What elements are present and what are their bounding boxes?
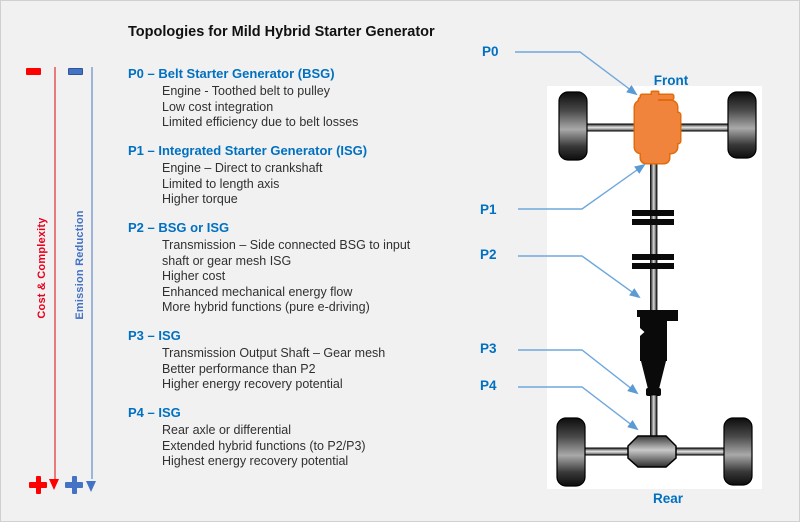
callout-label-p2: P2 <box>480 247 497 262</box>
page-title: Topologies for Mild Hybrid Starter Gener… <box>128 24 435 40</box>
section-p1-line: Higher torque <box>162 192 238 206</box>
cost-axis-line <box>54 67 56 479</box>
section-p0-heading: P0 – Belt Starter Generator (BSG) <box>128 66 335 81</box>
section-p3-heading: P3 – ISG <box>128 328 181 343</box>
cost-axis-label: Cost & Complexity <box>36 217 48 319</box>
section-p2-heading: P2 – BSG or ISG <box>128 220 230 235</box>
callout-label-p0: P0 <box>482 44 499 59</box>
p1-leader-line <box>518 163 646 210</box>
p3-leader-line <box>518 349 639 395</box>
section-p4: P4 – ISG Rear axle or differential Exten… <box>128 405 458 470</box>
section-p2-line: Higher cost <box>162 269 226 283</box>
emission-axis-arrow-icon <box>86 481 96 492</box>
clutch-plates <box>632 210 674 269</box>
section-p0-line: Limited efficiency due to belt losses <box>162 115 359 129</box>
section-p3-line: Better performance than P2 <box>162 361 316 376</box>
p4-leader-line <box>518 386 639 431</box>
section-p1: P1 – Integrated Starter Generator (ISG) … <box>128 143 458 208</box>
p2-leader-line <box>518 255 641 299</box>
section-p2: P2 – BSG or ISG Transmission – Side conn… <box>128 220 458 316</box>
section-p1-line: Engine – Direct to crankshaft <box>162 161 323 175</box>
topology-sections: P0 – Belt Starter Generator (BSG) Engine… <box>128 66 458 482</box>
front-drive-shaft <box>650 149 658 314</box>
engine <box>633 90 682 165</box>
section-p2-line: More hybrid functions (pure e-driving) <box>162 300 370 314</box>
section-p2-line: Transmission – Side connected BSG to inp… <box>162 238 411 268</box>
section-p2-line: Enhanced mechanical energy flow <box>162 284 353 299</box>
section-p1-line: Limited to length axis <box>162 176 280 191</box>
callout-leader-lines <box>515 51 646 431</box>
callout-label-p1: P1 <box>480 202 497 217</box>
section-p4-line: Extended hybrid functions (to P2/P3) <box>162 438 366 453</box>
drivetrain-diagram <box>515 51 762 489</box>
section-p4-line: Highest energy recovery potential <box>162 454 349 468</box>
transmission <box>637 310 678 396</box>
section-p1-heading: P1 – Integrated Starter Generator (ISG) <box>128 143 368 158</box>
p0-leader-line <box>515 51 638 96</box>
front-wheels <box>558 91 757 161</box>
emission-plus-icon <box>71 476 77 494</box>
emission-axis-label: Emission Reduction <box>74 210 86 320</box>
section-p4-line: Rear axle or differential <box>162 423 292 437</box>
callout-label-p3: P3 <box>480 341 497 356</box>
cost-minus-icon <box>26 68 41 75</box>
front-label: Front <box>653 73 689 88</box>
rear-differential <box>627 435 677 468</box>
section-p0: P0 – Belt Starter Generator (BSG) Engine… <box>128 66 458 131</box>
cost-plus-icon <box>35 476 41 494</box>
cost-axis-arrow-icon <box>49 479 59 490</box>
callout-label-p4: P4 <box>480 378 497 393</box>
emission-axis-line <box>91 67 93 479</box>
emission-minus-icon <box>68 68 83 75</box>
section-p4-heading: P4 – ISG <box>128 405 181 420</box>
rear-wheels <box>556 417 753 487</box>
rear-drive-shaft <box>650 394 658 441</box>
section-p0-line: Low cost integration <box>162 99 274 114</box>
section-p0-line: Engine - Toothed belt to pulley <box>162 84 330 98</box>
section-p3-line: Transmission Output Shaft – Gear mesh <box>162 346 386 360</box>
rear-label: Rear <box>652 491 684 506</box>
section-p3: P3 – ISG Transmission Output Shaft – Gea… <box>128 328 458 393</box>
section-p3-line: Higher energy recovery potential <box>162 377 343 391</box>
